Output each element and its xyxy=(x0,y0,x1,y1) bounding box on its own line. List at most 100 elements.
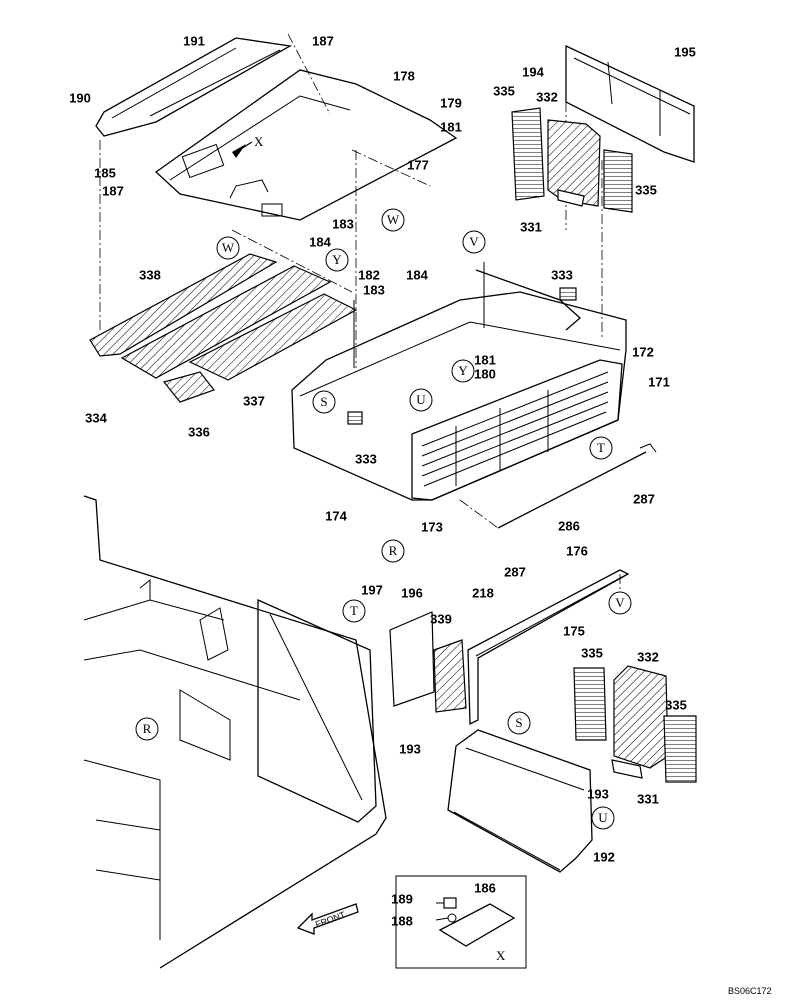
frame-t-section xyxy=(257,598,377,823)
frame-171-assembly xyxy=(291,262,657,529)
screw-188 xyxy=(447,913,457,923)
part-label-p332b: 332 xyxy=(637,649,659,664)
view-ref-circle xyxy=(135,717,159,741)
part-label-p187a: 187 xyxy=(312,33,334,48)
part-label-p186: 186 xyxy=(474,880,496,895)
part-label-p183b: 183 xyxy=(363,282,385,297)
part-label-p337: 337 xyxy=(243,393,265,408)
view-ref-letter: S xyxy=(320,394,327,409)
part-label-p178: 178 xyxy=(393,68,415,83)
view-ref-refY2: Y xyxy=(451,359,475,383)
view-ref-letter: Y xyxy=(332,252,342,267)
grille-171 xyxy=(411,359,623,501)
panel-194-assembly xyxy=(511,44,695,340)
part-label-p335b: 335 xyxy=(635,182,657,197)
part-label-p188: 188 xyxy=(391,913,413,928)
top-cover-assembly: X xyxy=(95,33,458,368)
view-ref-letter: R xyxy=(143,721,152,736)
bracket-175 xyxy=(467,569,630,726)
view-ref-refR1: R xyxy=(381,539,405,563)
front-arrow-icon xyxy=(296,903,359,935)
block-333b xyxy=(347,411,363,425)
cover-192 xyxy=(447,729,593,873)
part-label-p179: 179 xyxy=(440,95,462,110)
part-label-p332a: 332 xyxy=(536,89,558,104)
view-ref-letter: U xyxy=(598,810,608,825)
part-label-p183a: 183 xyxy=(332,216,354,231)
part-label-p196: 196 xyxy=(401,585,423,600)
drawing-code: BS06C172 xyxy=(728,986,772,996)
part-label-p333b: 333 xyxy=(355,451,377,466)
pad-334 xyxy=(120,265,332,379)
part-label-p287a: 287 xyxy=(633,491,655,506)
pad-335d xyxy=(663,715,697,783)
part-label-p177: 177 xyxy=(407,157,429,172)
pad-332a xyxy=(547,119,601,207)
view-ref-letter: V xyxy=(615,595,625,610)
view-ref-circle xyxy=(381,539,405,563)
knob-189 xyxy=(443,897,457,909)
block-333a xyxy=(559,287,577,301)
view-ref-circle xyxy=(312,390,336,414)
part-label-p336: 336 xyxy=(188,424,210,439)
view-ref-letter: T xyxy=(350,603,358,618)
pad-332b xyxy=(613,665,669,769)
part-label-p193b: 193 xyxy=(587,786,609,801)
view-ref-refS2: S xyxy=(507,711,531,735)
part-label-p286: 286 xyxy=(558,518,580,533)
view-ref-letter: U xyxy=(416,392,426,407)
part-label-p176: 176 xyxy=(566,543,588,558)
cover-192-assembly xyxy=(447,729,593,873)
view-ref-refW2: W xyxy=(381,208,405,232)
part-label-p181a: 181 xyxy=(440,119,462,134)
part-label-p190: 190 xyxy=(69,90,91,105)
view-ref-letter: R xyxy=(389,543,398,558)
pad-337 xyxy=(188,293,358,381)
view-ref-refV2: V xyxy=(608,591,632,615)
part-label-p335c: 335 xyxy=(581,645,603,660)
part-label-p333a: 333 xyxy=(551,267,573,282)
view-ref-refT2: T xyxy=(342,599,366,623)
front-arrow: FRONT xyxy=(296,903,359,935)
view-ref-refV1: V xyxy=(462,230,486,254)
grille-slats xyxy=(421,371,609,487)
part-label-p195: 195 xyxy=(674,44,696,59)
view-ref-circle xyxy=(591,806,615,830)
view-ref-letter: V xyxy=(469,234,479,249)
view-ref-circle xyxy=(409,388,433,412)
rod-286 xyxy=(497,451,647,529)
view-ref-refY1: Y xyxy=(325,248,349,272)
view-ref-circle xyxy=(216,236,240,260)
view-ref-circle xyxy=(462,230,486,254)
view-ref-letter: Y xyxy=(458,363,468,378)
block-331a xyxy=(557,189,585,207)
part-label-p331b: 331 xyxy=(637,791,659,806)
view-ref-refU1: U xyxy=(409,388,433,412)
part-label-p338: 338 xyxy=(139,267,161,282)
panel-196-assembly xyxy=(389,611,467,713)
part-label-p287b: 287 xyxy=(504,564,526,579)
front-label: FRONT xyxy=(314,909,347,929)
part-label-p171: 171 xyxy=(648,374,670,389)
view-ref-refS1: S xyxy=(312,390,336,414)
view-ref-refT1: T xyxy=(589,436,613,460)
inset-x: X xyxy=(395,875,527,969)
part-label-p197: 197 xyxy=(361,582,383,597)
part-label-p334: 334 xyxy=(85,410,107,425)
view-ref-circle xyxy=(451,359,475,383)
pad-339 xyxy=(433,639,467,713)
part-label-p184a: 184 xyxy=(309,234,331,249)
pad-335a xyxy=(511,107,545,201)
part-label-p180: 180 xyxy=(474,366,496,381)
view-x-arrow-icon xyxy=(232,144,246,158)
view-x-arrow-label: X xyxy=(254,134,264,149)
view-ref-circle xyxy=(325,248,349,272)
plate-186 xyxy=(438,903,516,947)
view-ref-letter: S xyxy=(515,715,522,730)
part-label-p185: 185 xyxy=(94,165,116,180)
part-label-p339: 339 xyxy=(430,611,452,626)
part-label-p331a: 331 xyxy=(520,219,542,234)
